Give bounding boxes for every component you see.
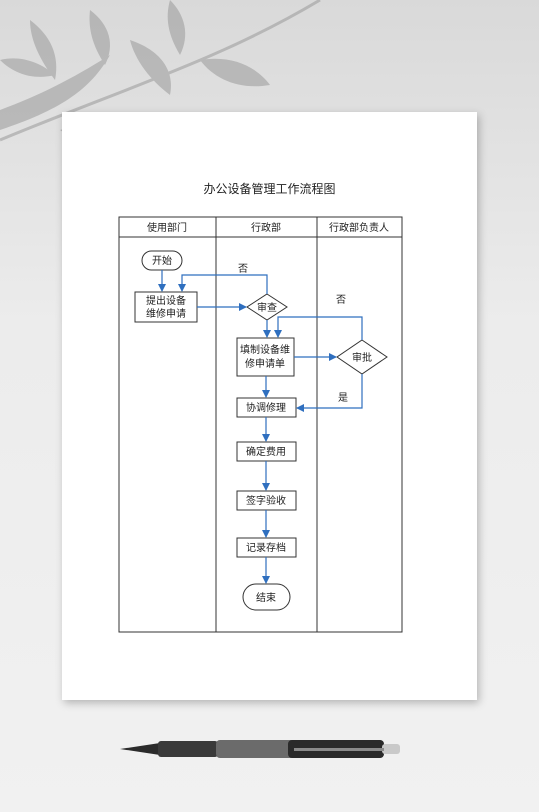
sign-accept-node-label: 签字验收: [246, 494, 286, 507]
review-node-label: 审查: [257, 301, 277, 314]
edge-approve-yes-to-coordinate: [296, 374, 363, 412]
lane-label-admin-dept: 行政部: [251, 221, 281, 234]
edge-label-no-review: 否: [238, 263, 248, 275]
fill-form-node: [236, 337, 295, 377]
edge-approve-no-back: [274, 316, 363, 340]
flowchart-title: 办公设备管理工作流程图: [203, 182, 336, 196]
apply-node-label-line2: 维修申请: [146, 307, 186, 320]
pen-image: [120, 740, 400, 758]
approve-node-label: 审批: [352, 351, 372, 364]
apply-node-label-line1: 提出设备: [146, 294, 186, 307]
edge-review-no-back-to-apply: [178, 274, 268, 294]
swimlane-table: [118, 216, 403, 633]
archive-node-label: 记录存档: [246, 541, 286, 554]
edge-label-yes-approve: 是: [338, 392, 348, 404]
lane-label-admin-head: 行政部负责人: [329, 221, 389, 234]
fill-form-node-label-line2: 修申请单: [245, 357, 285, 370]
lane-label-user-dept: 使用部门: [147, 221, 187, 234]
end-node: [242, 583, 291, 611]
confirm-cost-node-label: 确定费用: [246, 445, 286, 458]
start-node-label: 开始: [152, 254, 172, 267]
coordinate-node-label: 协调修理: [246, 401, 286, 414]
edge-label-no-approve: 否: [336, 294, 346, 306]
end-node-label: 结束: [256, 591, 276, 604]
fill-form-node-label-line1: 填制设备维: [240, 343, 290, 356]
